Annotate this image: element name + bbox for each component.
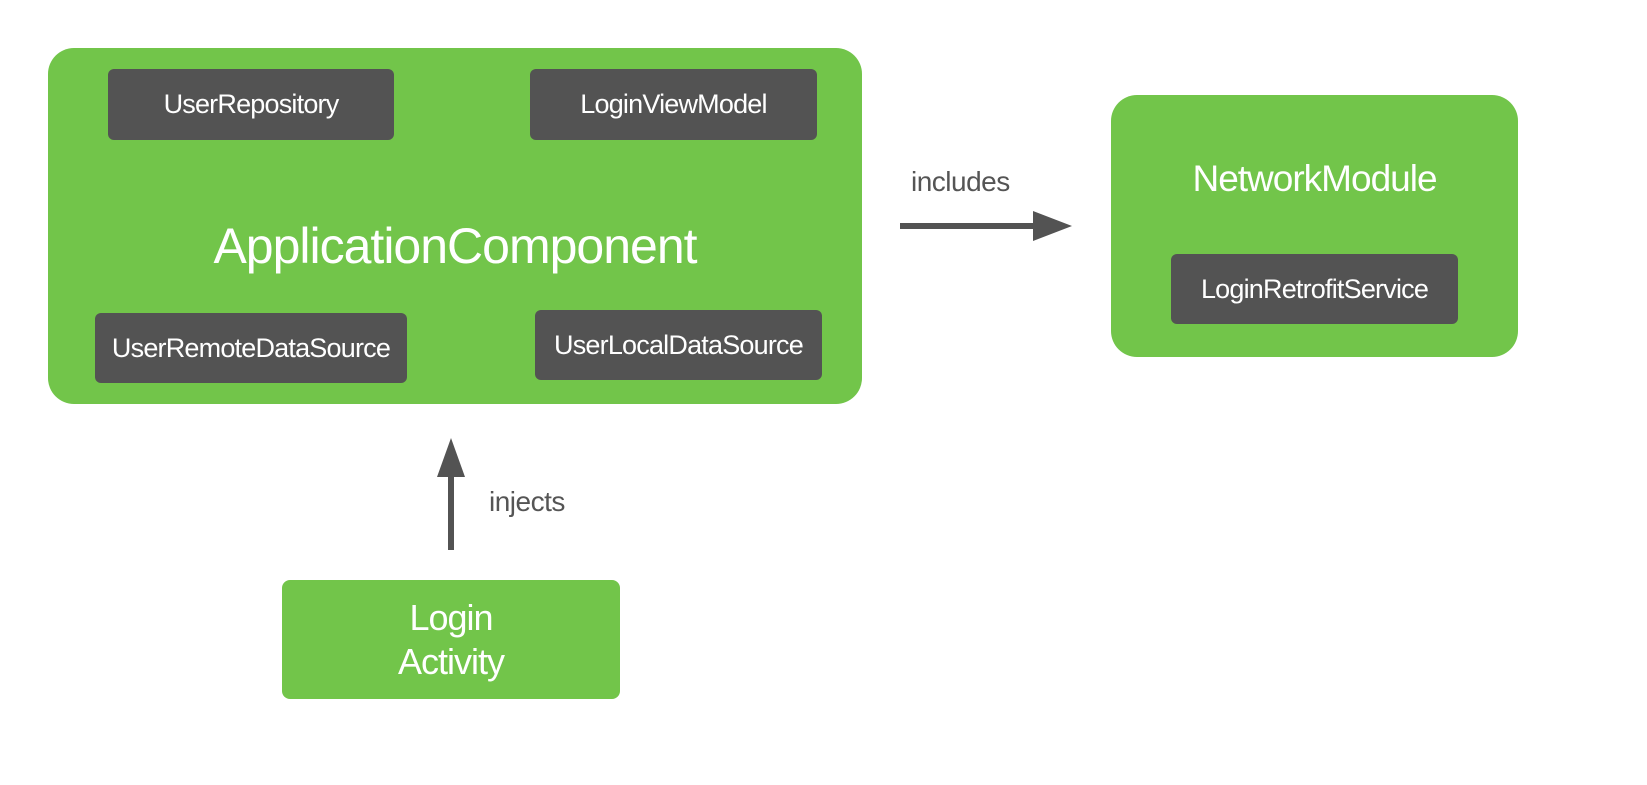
injects-arrow (437, 438, 465, 550)
login-activity-box: Login Activity (282, 580, 620, 699)
user-local-data-source-box: UserLocalDataSource (535, 310, 822, 380)
user-remote-data-source-box: UserRemoteDataSource (95, 313, 407, 383)
login-activity-line2: Activity (397, 640, 505, 682)
login-activity-line1: Login (409, 596, 493, 638)
includes-label: includes (911, 166, 1010, 197)
includes-arrow (900, 211, 1072, 241)
network-module-title: NetworkModule (1192, 158, 1437, 199)
login-retrofit-service-box: LoginRetrofitService (1171, 254, 1458, 324)
login-view-model-box: LoginViewModel (530, 69, 817, 140)
injects-label: injects (489, 486, 565, 517)
user-repository-box: UserRepository (108, 69, 394, 140)
application-component-title: ApplicationComponent (213, 218, 697, 274)
